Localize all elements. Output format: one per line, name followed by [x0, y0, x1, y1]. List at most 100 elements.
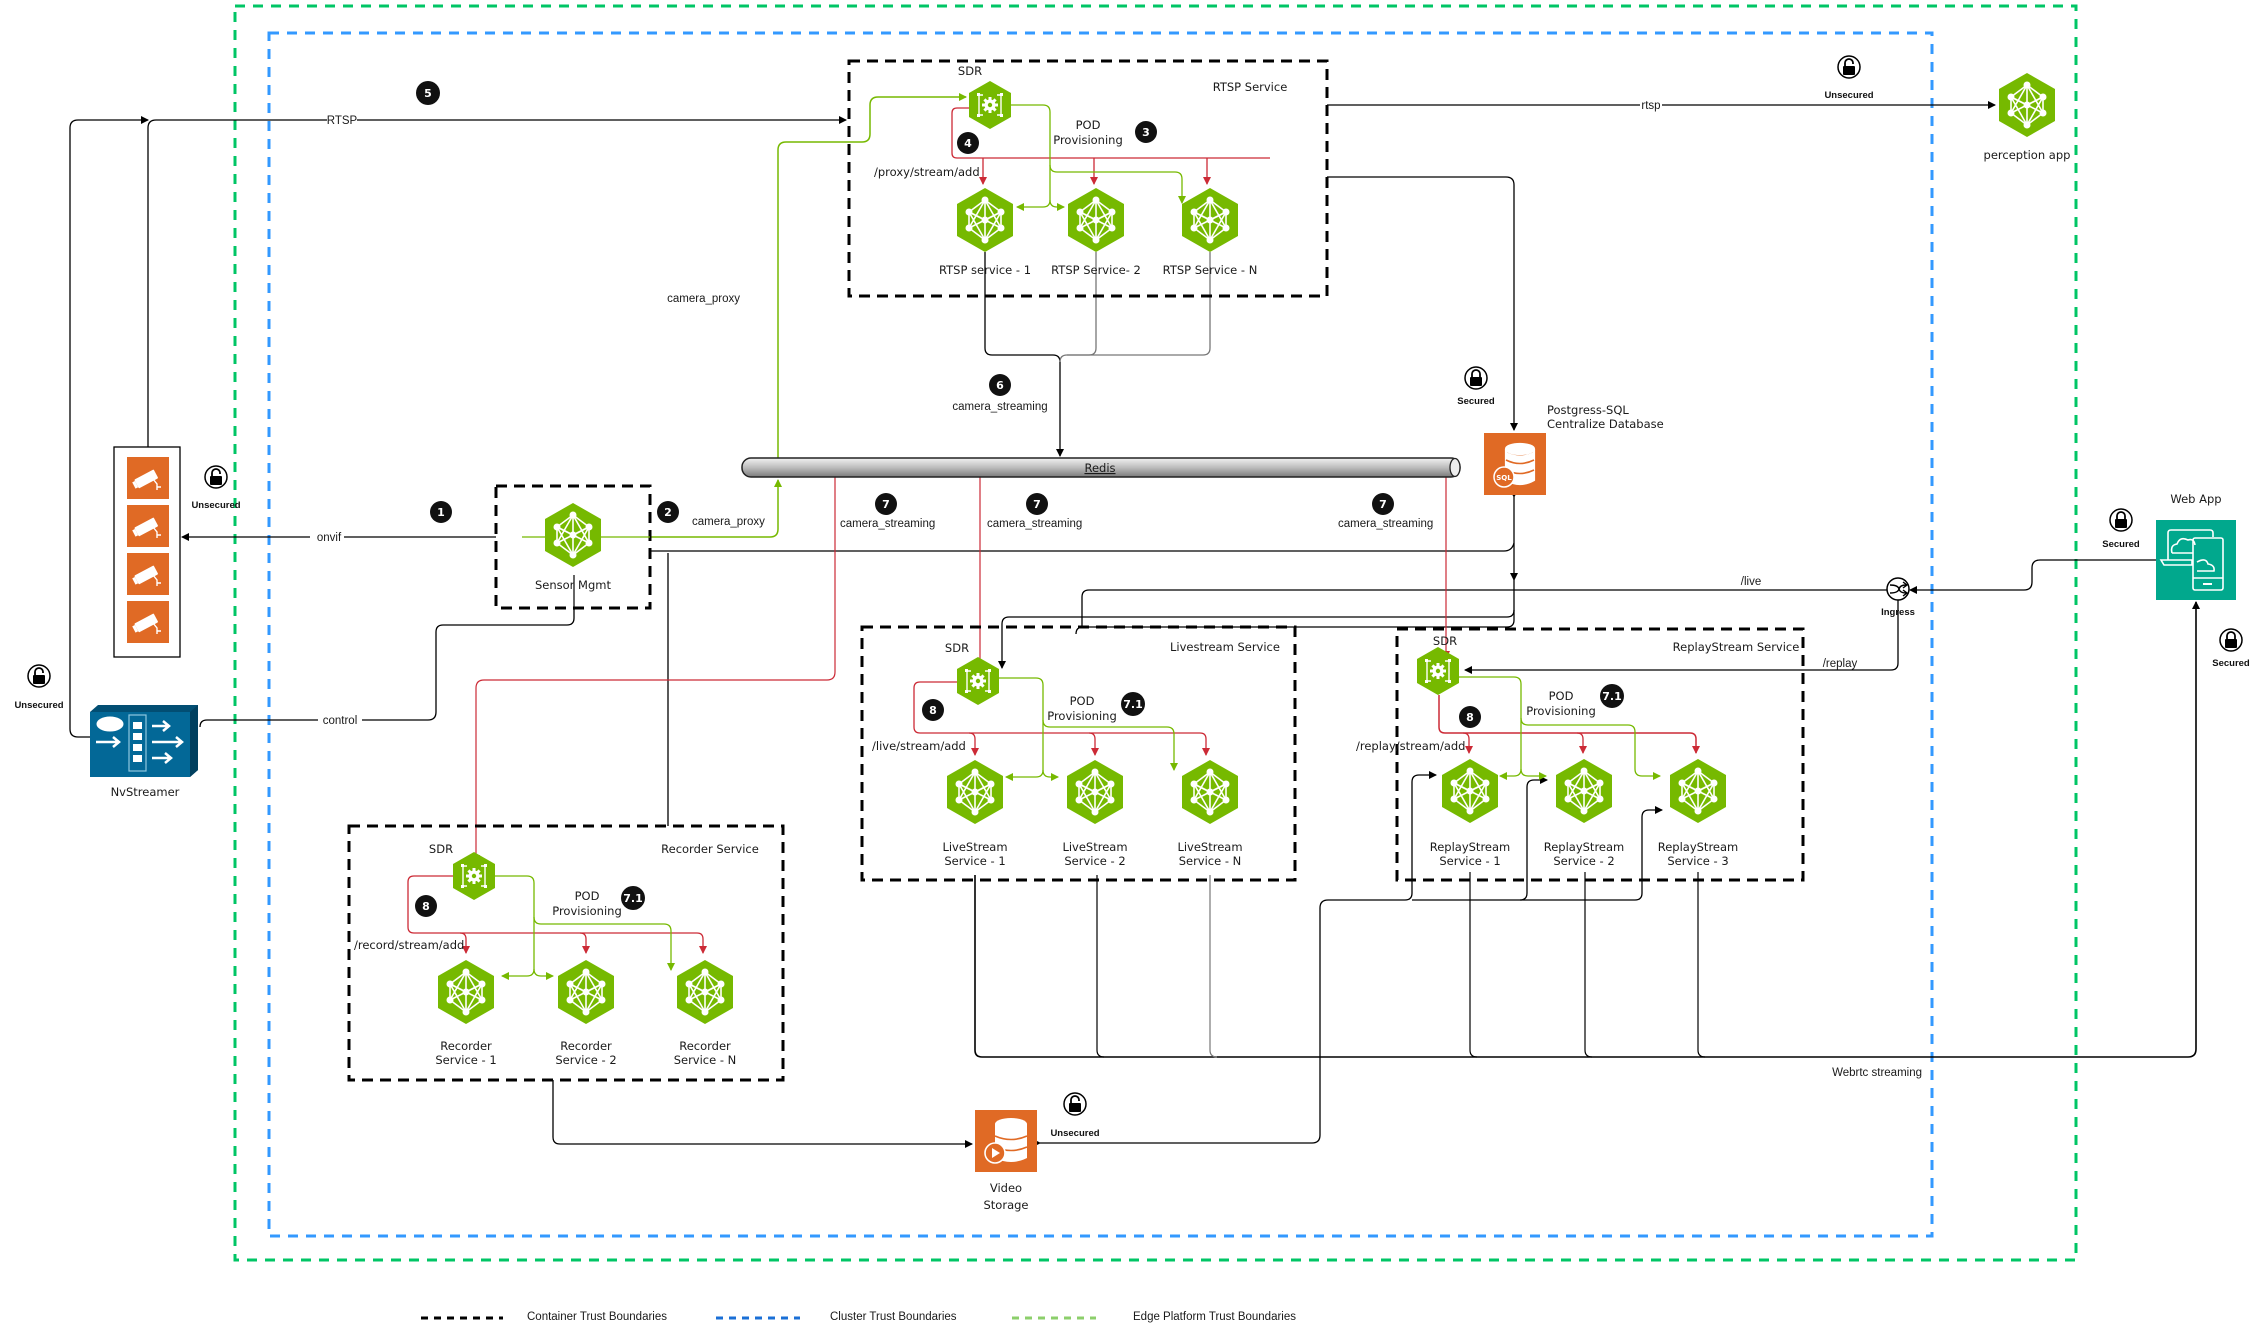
camera-icon-2[interactable] [126, 504, 170, 548]
storage-to-replay-edge [1033, 771, 1437, 1147]
video-storage-label-2: Storage [984, 1198, 1029, 1212]
rtsp-pod-label-2: Provisioning [1053, 133, 1123, 147]
replaystream-service-2-icon[interactable] [1555, 758, 1613, 824]
svg-text:7.1: 7.1 [623, 892, 643, 905]
recorder-endpoint-label: /record/stream/add [354, 938, 464, 952]
webrtc-edge [974, 601, 2200, 1058]
livestream-sdr-icon[interactable] [955, 655, 1001, 707]
replay-edge [1464, 600, 1899, 674]
replaystream-service-container: ReplayStream Service SDR POD Provisionin… [1356, 627, 1805, 882]
badge-7a: 7 [875, 493, 897, 515]
livestream-service-n-icon[interactable] [1181, 759, 1239, 825]
recorder-service-2-label-a: Recorder [560, 1039, 612, 1053]
svg-text:6: 6 [996, 379, 1004, 392]
lock-label-webapp-webrtc: Secured [2212, 658, 2250, 669]
replaystream-sdr-icon[interactable] [1415, 645, 1461, 697]
web-app[interactable] [2156, 520, 2236, 600]
video-storage[interactable] [975, 1110, 1037, 1172]
recorder-service-1-icon[interactable] [437, 959, 495, 1025]
rtsp-service-2-icon[interactable] [1067, 187, 1125, 253]
replaystream-service-3-icon[interactable] [1669, 758, 1727, 824]
badge-5: 5 [416, 81, 440, 105]
locked-icon-postgres [1464, 366, 1488, 390]
badge-7-1-livestream: 7.1 [1121, 692, 1145, 716]
rtsp-edge [69, 116, 149, 738]
badge-7b: 7 [1026, 493, 1048, 515]
svg-text:7: 7 [882, 498, 890, 511]
ingress-label: Ingress [1881, 607, 1915, 618]
sensor-mgmt-container: Sensor Mgmt [494, 484, 652, 610]
legend-item-container: Container Trust Boundaries [421, 1311, 667, 1323]
recorder-sdr-icon[interactable] [451, 850, 497, 902]
livestream-service-2-icon[interactable] [1066, 759, 1124, 825]
lock-label-rtsp-out: Unsecured [1824, 90, 1873, 101]
unlocked-icon-cameras [204, 465, 228, 489]
svg-text:Cluster Trust Boundaries: Cluster Trust Boundaries [830, 1311, 957, 1323]
redis-bus: Redis [741, 457, 1461, 478]
perception-app-icon[interactable] [1998, 72, 2056, 138]
nvstreamer[interactable] [90, 705, 198, 777]
badge-7-1-replay: 7.1 [1600, 684, 1624, 708]
rtsp-endpoint-label: /proxy/stream/add [874, 165, 980, 179]
camera-group [113, 446, 181, 658]
livestream-sdr-label: SDR [945, 641, 969, 655]
control-label: control [323, 715, 358, 727]
camera-icon-1[interactable] [126, 456, 170, 500]
rtsp-camera-edge [147, 116, 847, 447]
camera-streaming-label-7b: camera_streaming [987, 518, 1082, 530]
rtsp-out-label: rtsp [1641, 100, 1660, 112]
recorder-service-1-label-a: Recorder [440, 1039, 492, 1053]
svg-text:Edge Platform Trust Boundaries: Edge Platform Trust Boundaries [1133, 1311, 1296, 1323]
svg-text:3: 3 [1142, 126, 1150, 139]
livestream-service-1-label-a: LiveStream [942, 840, 1007, 854]
svg-text:1: 1 [437, 506, 445, 519]
recorder-service-2-label-b: Service - 2 [555, 1053, 616, 1067]
webapp-to-ingress-edge [1909, 559, 2156, 594]
livestream-service-1-icon[interactable] [946, 759, 1004, 825]
replaystream-service-1-label-b: Service - 1 [1439, 854, 1500, 868]
redis-to-recorder-edge [472, 477, 836, 863]
onvif-label: onvif [317, 532, 342, 544]
live-label: /live [1741, 576, 1761, 588]
rtsp-service-1-icon[interactable] [956, 187, 1014, 253]
livestream-service-n-label-b: Service - N [1179, 854, 1242, 868]
svg-text:7.1: 7.1 [1123, 698, 1143, 711]
recorder-service-n-icon[interactable] [676, 959, 734, 1025]
replaystream-service-1-icon[interactable] [1441, 758, 1499, 824]
badge-3: 3 [1135, 121, 1157, 143]
postgres-db[interactable]: SQL [1484, 433, 1546, 495]
ingress-router[interactable] [1886, 577, 1910, 601]
rtsp-to-db-edge [1327, 176, 1518, 431]
web-app-label: Web App [2170, 492, 2221, 506]
cluster-boundary [267, 31, 1934, 1238]
live-edge [1081, 589, 1888, 627]
replaystream-pod-label-1: POD [1549, 689, 1574, 703]
rtsp-service-n-icon[interactable] [1181, 187, 1239, 253]
rtsp-service-title: RTSP Service [1213, 80, 1288, 94]
rtsp-service-n-label: RTSP Service - N [1163, 263, 1258, 277]
camera-icon-4[interactable] [126, 600, 170, 644]
rtsp-sdr-icon[interactable] [967, 79, 1013, 131]
camera-proxy-edge [777, 93, 967, 458]
badge-2: 2 [657, 501, 679, 523]
recorder-sdr-label: SDR [429, 842, 453, 856]
replaystream-service-1-label-a: ReplayStream [1430, 840, 1511, 854]
badge-4: 4 [957, 132, 979, 154]
locked-icon-webapp-ingress [2109, 508, 2133, 532]
svg-text:2: 2 [664, 506, 672, 519]
legend-item-cluster: Cluster Trust Boundaries [716, 1311, 957, 1323]
camera-streaming-label-7a: camera_streaming [840, 518, 935, 530]
livestream-service-2-label-a: LiveStream [1062, 840, 1127, 854]
recorder-service-2-icon[interactable] [557, 959, 615, 1025]
sensor-to-db-edge [650, 542, 1515, 552]
badge-7c: 7 [1372, 493, 1394, 515]
camera-proxy-edge-2 [600, 479, 782, 538]
badge-1: 1 [430, 501, 452, 523]
perception-app-label: perception app [1984, 148, 2071, 162]
svg-text:Container Trust Boundaries: Container Trust Boundaries [527, 1311, 667, 1323]
lock-label-webapp-ingress: Secured [2102, 539, 2140, 550]
camera-proxy-label: camera_proxy [667, 293, 740, 305]
svg-text:8: 8 [1466, 711, 1474, 724]
camera-icon-3[interactable] [126, 552, 170, 596]
